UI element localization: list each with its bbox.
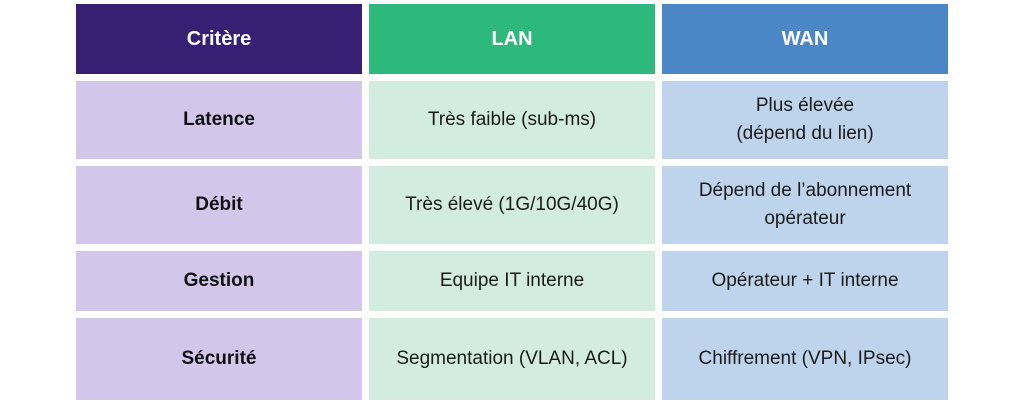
- header-criterion: Critère: [76, 4, 362, 74]
- row-gestion-criterion: Gestion: [76, 251, 362, 311]
- row-latence-criterion: Latence: [76, 81, 362, 159]
- row-securite-criterion: Sécurité: [76, 318, 362, 400]
- comparison-table: Critère LAN WAN Latence Très faible (sub…: [76, 4, 948, 404]
- row-gestion-lan: Equipe IT interne: [369, 251, 655, 311]
- row-securite-lan: Segmentation (VLAN, ACL): [369, 318, 655, 400]
- row-gestion-wan: Opérateur + IT interne: [662, 251, 948, 311]
- row-latence-lan: Très faible (sub-ms): [369, 81, 655, 159]
- row-debit-lan: Très élevé (1G/10G/40G): [369, 166, 655, 244]
- header-lan: LAN: [369, 4, 655, 74]
- header-wan: WAN: [662, 4, 948, 74]
- row-securite-wan: Chiffrement (VPN, IPsec): [662, 318, 948, 400]
- row-debit-criterion: Débit: [76, 166, 362, 244]
- row-debit-wan: Dépend de l’abonnement opérateur: [662, 166, 948, 244]
- row-latence-wan: Plus élevée (dépend du lien): [662, 81, 948, 159]
